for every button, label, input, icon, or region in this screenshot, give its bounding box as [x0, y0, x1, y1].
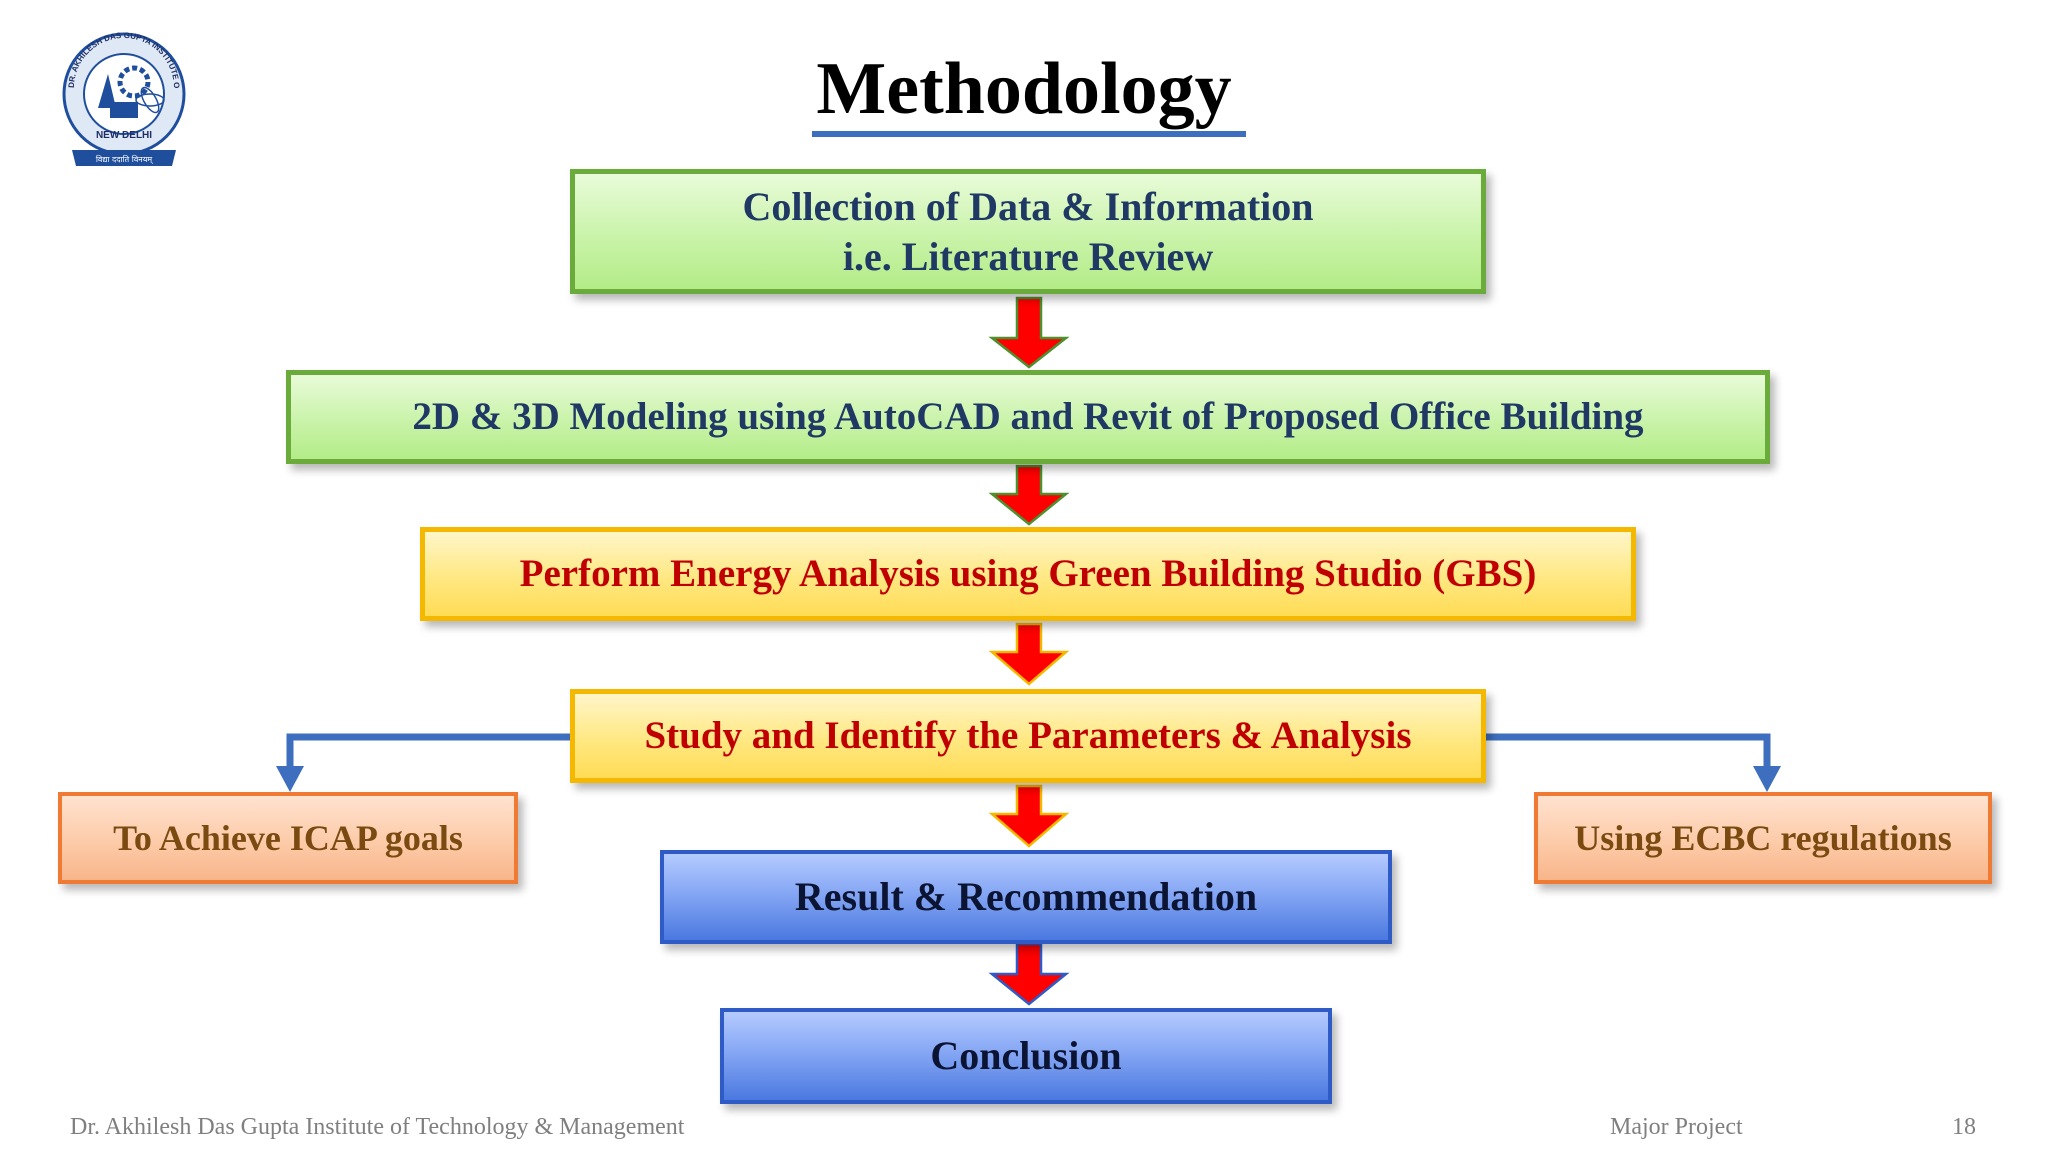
step-result-recommendation: Result & Recommendation [660, 850, 1392, 944]
step-literature-line-2: i.e. Literature Review [842, 233, 1214, 279]
left-connector-arrow [276, 733, 572, 792]
step-icap-goals: To Achieve ICAP goals [58, 792, 518, 884]
svg-text:NEW DELHI: NEW DELHI [96, 130, 152, 141]
slide-title: Methodology [816, 48, 1232, 130]
down-arrow-icon [988, 942, 1070, 1006]
step-conclusion: Conclusion [720, 1008, 1332, 1104]
step-literature-review: Collection of Data & Information i.e. Li… [570, 169, 1486, 294]
step-modeling: 2D & 3D Modeling using AutoCAD and Revit… [286, 370, 1770, 464]
title-underline [812, 131, 1246, 137]
footer-institute: Dr. Akhilesh Das Gupta Institute of Tech… [70, 1114, 685, 1140]
right-connector-arrow [1486, 733, 1781, 792]
down-arrow-icon [988, 296, 1070, 369]
step-ecbc-label: Using ECBC regulations [1574, 817, 1952, 858]
footer-page-number: 18 [1952, 1114, 1976, 1140]
step-energy-label: Perform Energy Analysis using Green Buil… [519, 551, 1537, 595]
step-study-label: Study and Identify the Parameters & Anal… [644, 713, 1412, 757]
step-energy-analysis: Perform Energy Analysis using Green Buil… [420, 527, 1636, 621]
svg-text:विद्या ददाति विनयम्: विद्या ददाति विनयम् [96, 154, 154, 165]
step-result-label: Result & Recommendation [794, 874, 1258, 919]
down-arrow-icon [988, 464, 1070, 526]
institute-logo-icon: DR. AKHILESH DAS GUPTA INSTITUTE OF TECH… [58, 30, 186, 166]
down-arrow-icon [988, 784, 1070, 848]
footer-project: Major Project [1610, 1114, 1743, 1140]
step-icap-label: To Achieve ICAP goals [113, 817, 463, 858]
step-literature-line-1: Collection of Data & Information [742, 183, 1314, 229]
step-study-parameters: Study and Identify the Parameters & Anal… [570, 689, 1486, 783]
down-arrow-icon [988, 622, 1070, 686]
step-ecbc-regulations: Using ECBC regulations [1534, 792, 1992, 884]
step-modeling-label: 2D & 3D Modeling using AutoCAD and Revit… [412, 394, 1644, 438]
step-conclusion-label: Conclusion [930, 1033, 1122, 1078]
